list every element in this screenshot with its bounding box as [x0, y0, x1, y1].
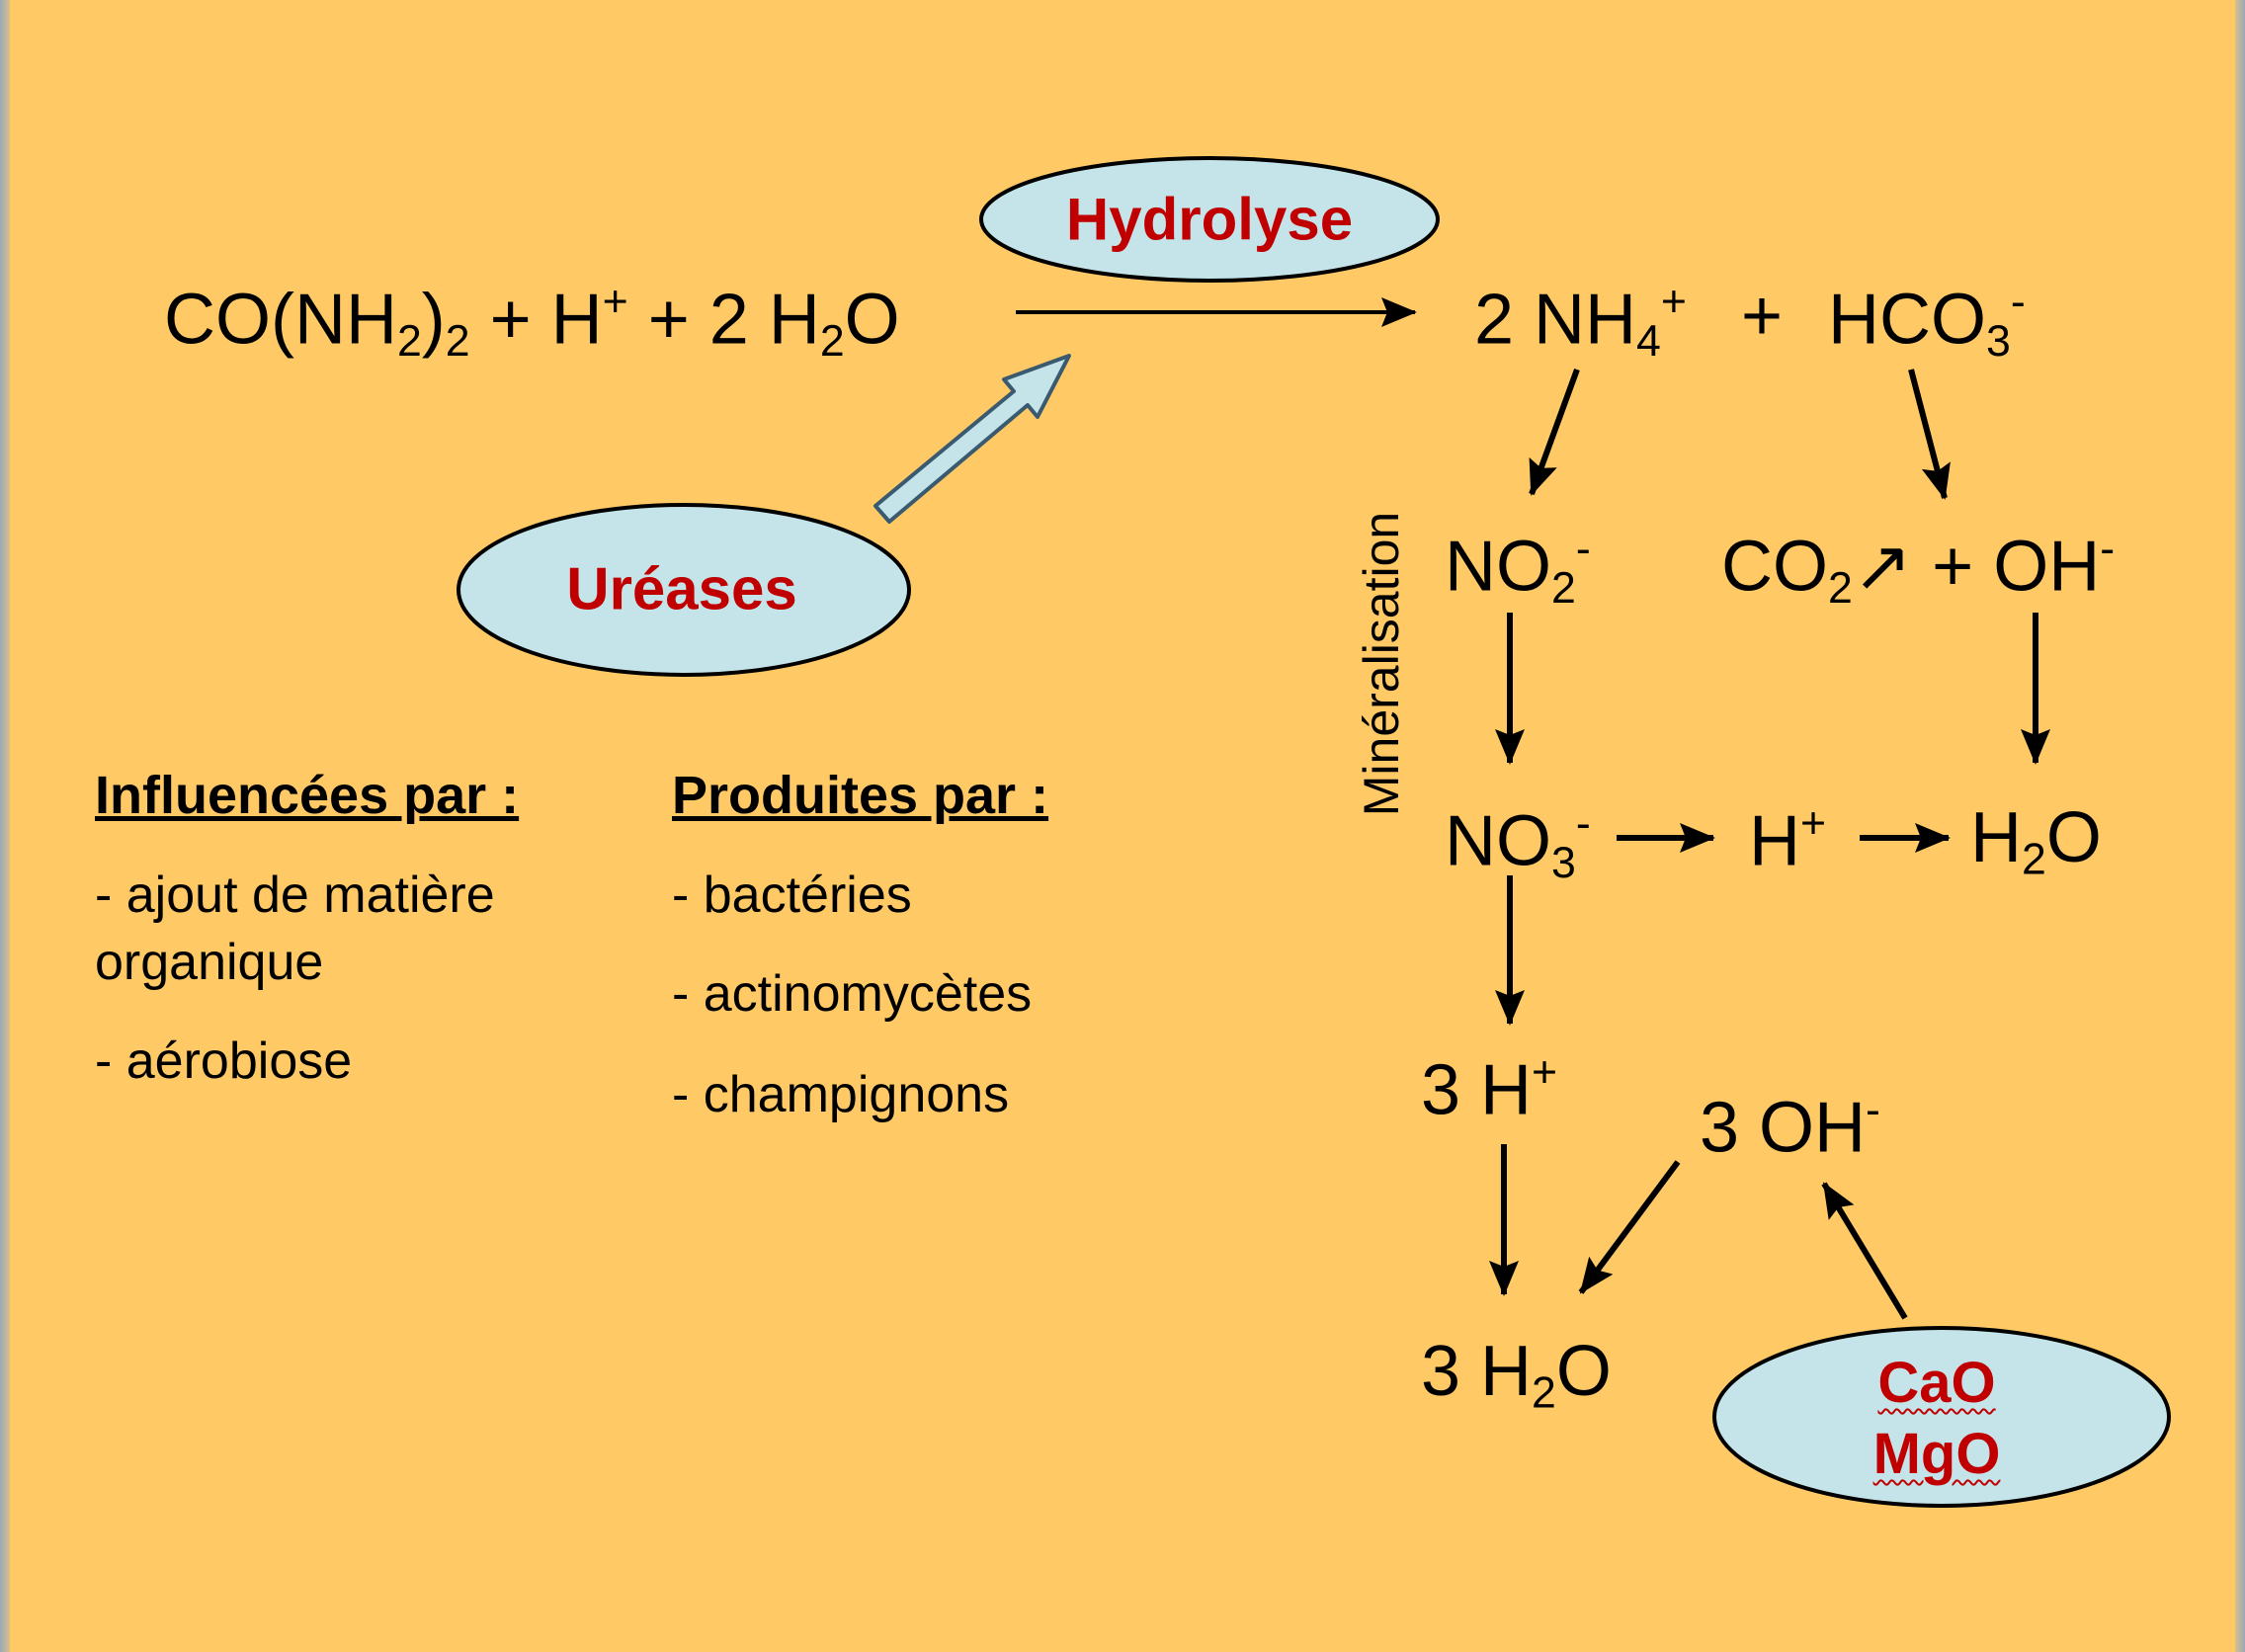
- h2o-sub: 2: [2022, 835, 2046, 884]
- co2-release-arrow-icon: ↗: [1852, 527, 1913, 607]
- arrow-3oh-to-3h2o: [1578, 1160, 1681, 1294]
- three-h2o-o: O: [1555, 1332, 1612, 1411]
- three-h2o-sub: 2: [1532, 1368, 1556, 1418]
- product-hco3: HCO3-: [1828, 278, 2026, 367]
- reactant-water-o: O: [844, 280, 900, 360]
- no2-sup: -: [1575, 525, 1591, 573]
- three-oh-sup: -: [1866, 1086, 1880, 1134]
- influencees-title: Influencées par :: [95, 766, 520, 825]
- nh4-text: 2 NH: [1474, 280, 1637, 360]
- no2-sub: 2: [1551, 564, 1576, 614]
- h2o-o: O: [2045, 798, 2102, 877]
- produites-item-2: - actinomycètes: [672, 965, 1033, 1023]
- species-h2o: H2O: [1970, 802, 2102, 882]
- species-3oh: 3 OH-: [1700, 1086, 1880, 1163]
- hplus-sup: +: [1800, 799, 1827, 848]
- hydrolyse-label: Hydrolyse: [1065, 186, 1354, 253]
- product-plus: +: [1741, 277, 1784, 356]
- reactants: CO(NH2)2 + H+ + 2 H2O: [164, 278, 900, 367]
- cao-mgo-ellipse: [1712, 1326, 2171, 1508]
- species-3hplus: 3 H+: [1421, 1048, 1558, 1125]
- influencees-item-1: - ajout de matière: [95, 867, 495, 924]
- co2-sub: 2: [1828, 564, 1853, 614]
- ureases-ellipse: [457, 503, 911, 677]
- no3-sub: 3: [1551, 839, 1576, 888]
- slide-right-edge: [2235, 0, 2245, 1652]
- three-oh-text: 3 OH: [1700, 1088, 1867, 1168]
- no3-text: NO: [1445, 801, 1551, 881]
- urea-text: CO(NH: [164, 280, 397, 360]
- mgo-label: MgO: [1872, 1422, 2001, 1486]
- species-no3: NO3-: [1445, 799, 1591, 888]
- produites-item-1: - bactéries: [672, 867, 912, 924]
- no2-text: NO: [1445, 527, 1551, 607]
- three-h2o-text: 3 H: [1421, 1332, 1533, 1411]
- three-hplus-sup: +: [1532, 1048, 1558, 1097]
- cao-label: CaO: [1877, 1351, 1996, 1415]
- ureases-label: Uréases: [566, 555, 797, 622]
- species-no2: NO2-: [1445, 525, 1591, 614]
- species-co2-oh: CO2↗ + OH-: [1721, 525, 2116, 614]
- hydrolyse-ellipse: [979, 156, 1440, 283]
- reactant-hplus-sup: +: [602, 278, 628, 326]
- species-hplus: H+: [1749, 799, 1827, 876]
- arrow-cao-to-3oh: [1821, 1182, 1908, 1320]
- arrow-nh4-to-no2: [1529, 368, 1580, 496]
- urea-sub-1: 2: [396, 317, 422, 367]
- oh-text: + OH: [1912, 527, 2101, 607]
- co2-text: CO: [1721, 527, 1828, 607]
- produites-item-3: - champignons: [672, 1066, 1010, 1123]
- urea-close: ): [421, 280, 446, 360]
- nh4-sub: 4: [1636, 317, 1661, 367]
- influencees-item-2: organique: [95, 934, 324, 991]
- produites-title: Produites par :: [672, 766, 1049, 825]
- h2o-text: H: [1970, 798, 2022, 877]
- hco3-sup: -: [2010, 278, 2026, 326]
- nh4-sup: +: [1660, 278, 1687, 326]
- product-nh4: 2 NH4+: [1474, 278, 1687, 367]
- cao-mgo-label: CaO MgO: [1873, 1348, 2001, 1490]
- reactant-hplus: + H: [469, 280, 603, 360]
- oh-sup: -: [2100, 525, 2116, 573]
- reactant-water-sub: 2: [819, 317, 845, 367]
- three-hplus-text: 3 H: [1421, 1050, 1533, 1130]
- hco3-text: HCO: [1828, 280, 1986, 360]
- slide-left-edge: [0, 0, 10, 1652]
- influencees-item-3: - aérobiose: [95, 1032, 353, 1090]
- arrow-hco3-to-co2: [1908, 369, 1951, 500]
- ureases-block-arrow: [873, 354, 1071, 524]
- species-3h2o: 3 H2O: [1421, 1336, 1612, 1416]
- mineralisation-label: Minéralisation: [1354, 511, 1409, 817]
- reactant-water: + 2 H: [627, 280, 820, 360]
- hplus-text: H: [1749, 801, 1800, 881]
- no3-sup: -: [1575, 799, 1591, 848]
- hco3-sub: 3: [1986, 317, 2011, 367]
- urea-sub-2: 2: [445, 317, 470, 367]
